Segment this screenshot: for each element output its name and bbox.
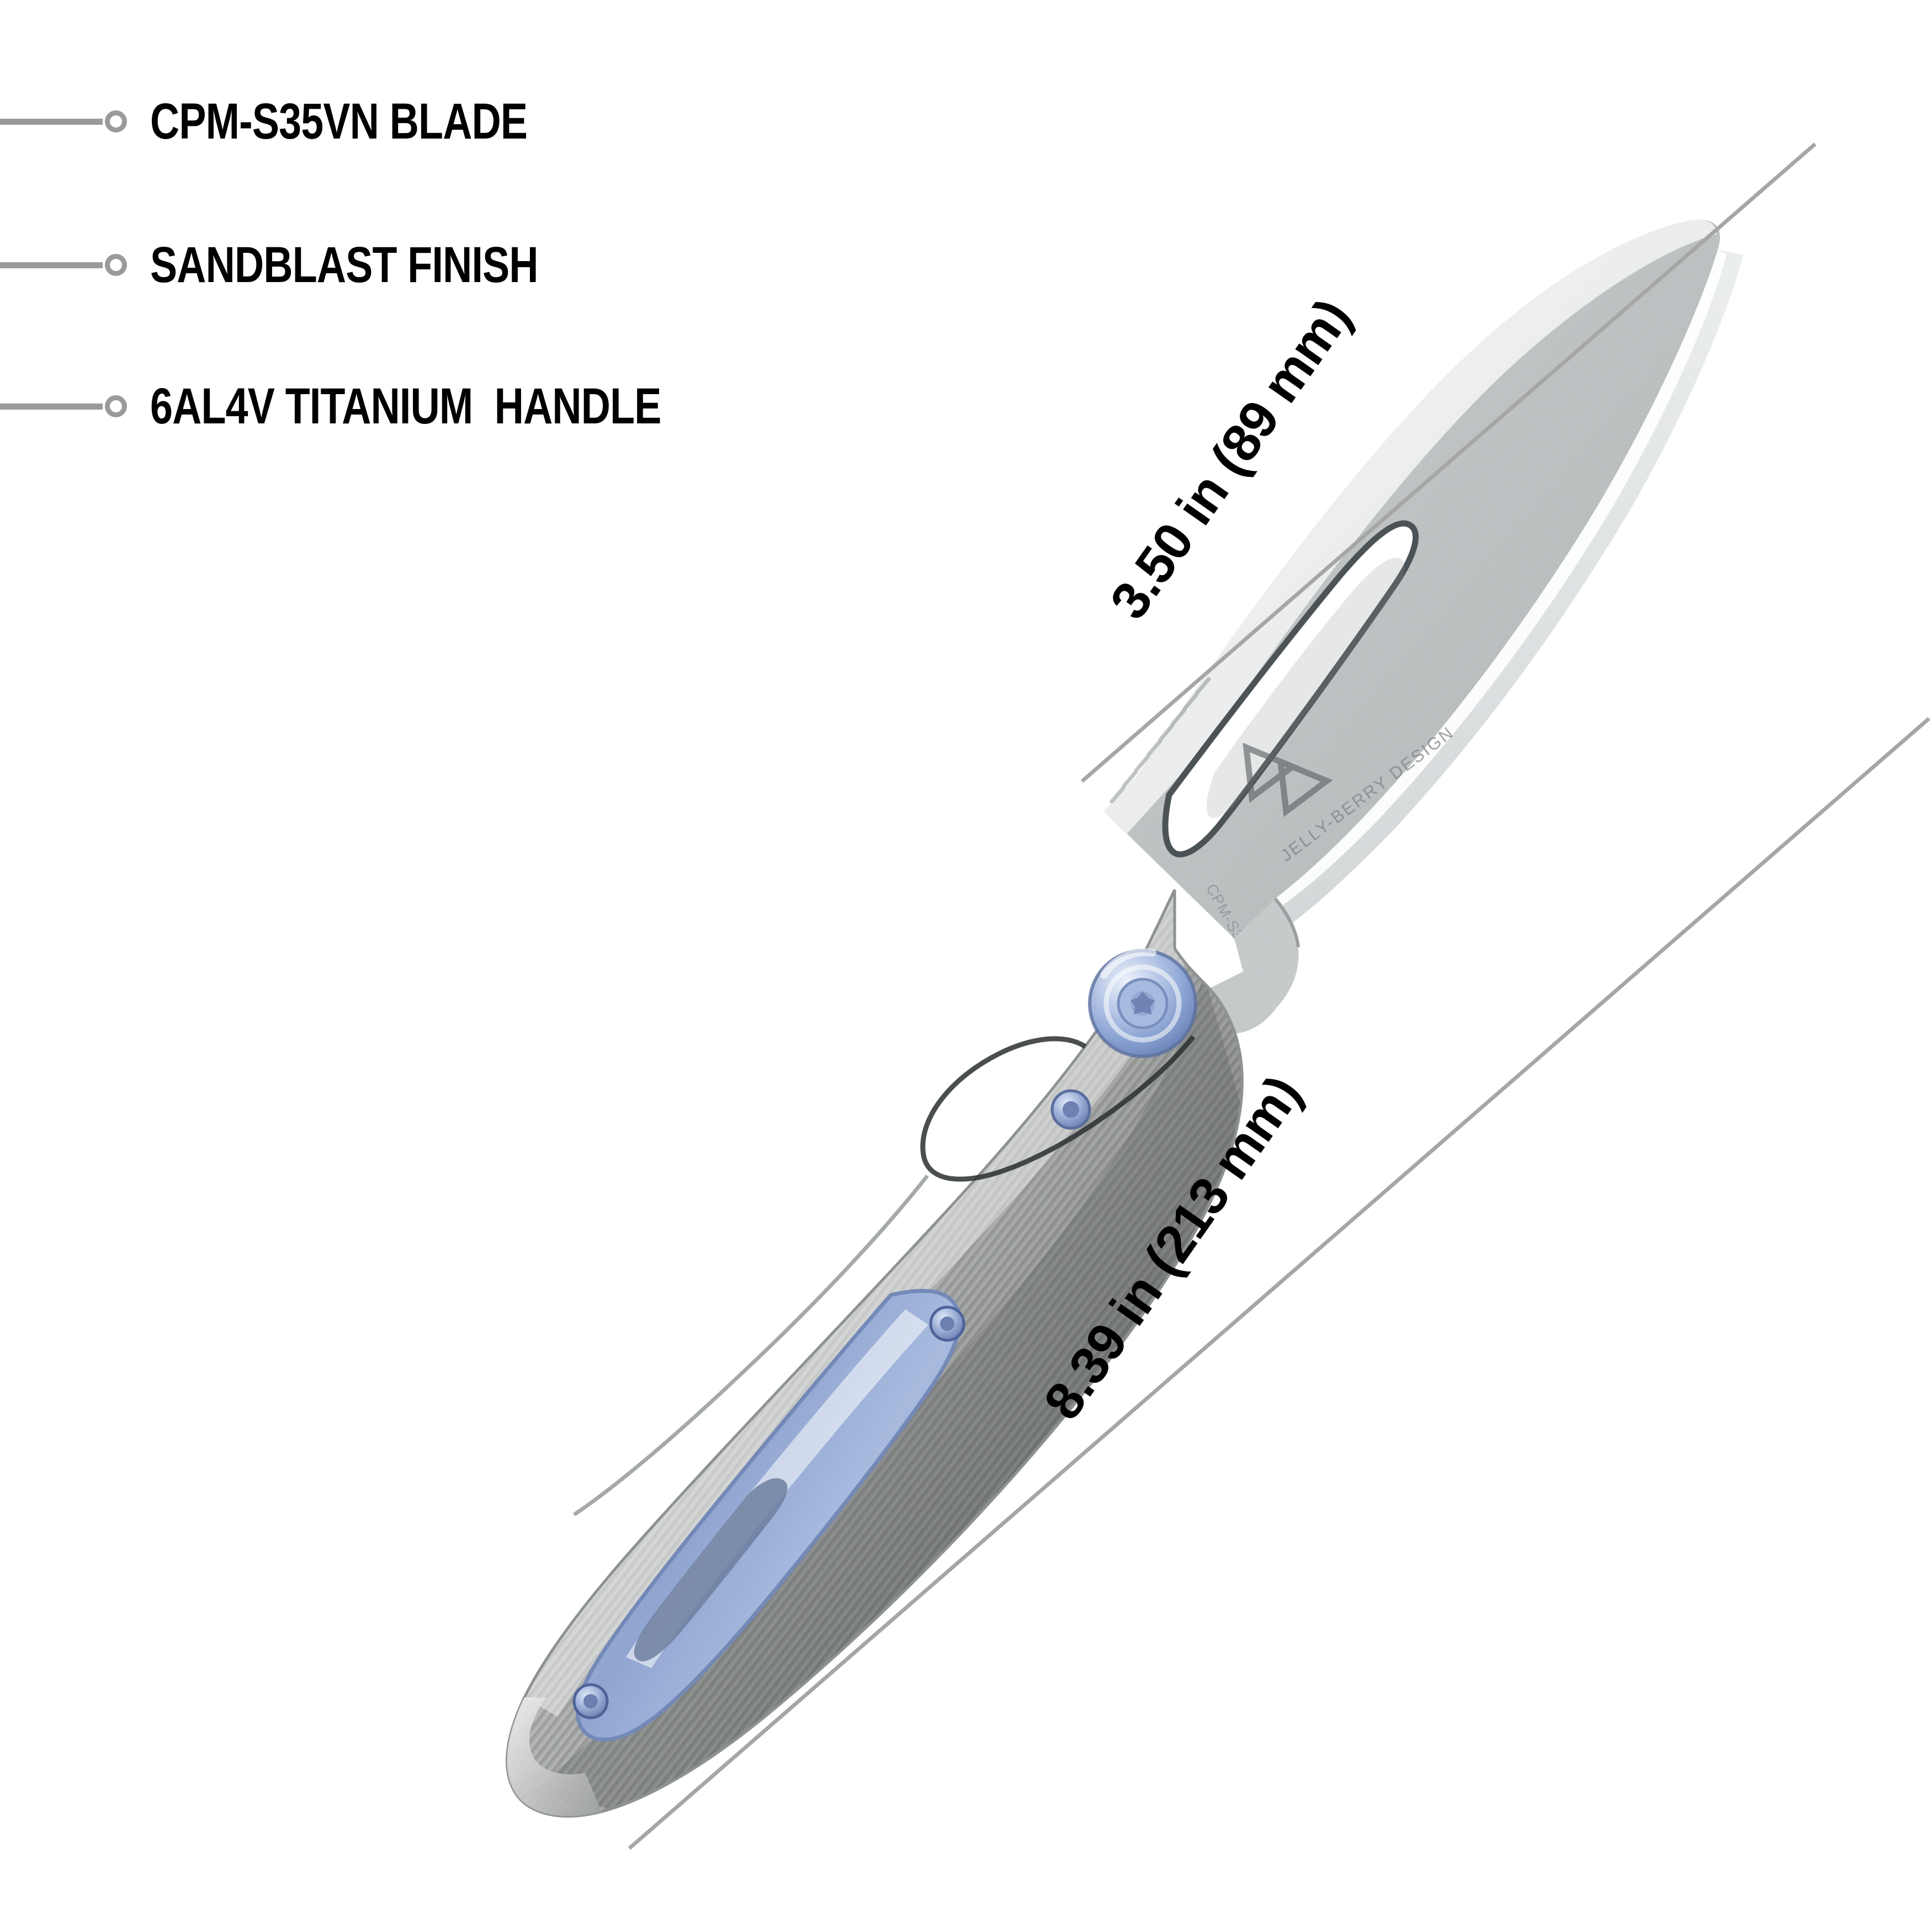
torx-head <box>1130 991 1155 1016</box>
blade-spine-highlight <box>1104 220 1717 834</box>
handle-butt-bevel <box>507 1697 602 1817</box>
leader-line-icon <box>0 403 103 410</box>
knife-blade: JELLY-BERRY DESIGN CPM-S35VN <box>1104 220 1743 1034</box>
handle-outline <box>506 889 1244 1818</box>
callout-cpm-s35vn-blade: CPM-S35VN BLADE <box>0 88 622 155</box>
clip-screw-lower <box>572 1683 609 1719</box>
blade-brand-logo <box>1243 742 1333 818</box>
leader-dot-icon <box>105 110 127 132</box>
callout-6al4v-titanium-handle: 6AL4V TITANIUM HANDLE <box>0 373 789 439</box>
callout-sandblast-finish: SANDBLAST FINISH <box>0 232 635 298</box>
callout-label: CPM-S35VN BLADE <box>150 93 528 150</box>
leader-line-icon <box>0 262 103 268</box>
blade-spine-jimping <box>1110 677 1211 804</box>
stop-pin-screw <box>1050 1089 1091 1130</box>
pivot-screw <box>1088 948 1197 1058</box>
pocket-clip <box>572 1288 965 1742</box>
blade-plunge-line <box>1273 898 1300 948</box>
leader-dot-icon <box>105 254 127 276</box>
handle-lockbar-line <box>920 1035 1196 1182</box>
callout-label: 6AL4V TITANIUM HANDLE <box>150 378 661 434</box>
blade-ricasso <box>1234 899 1299 1008</box>
leader-line-icon <box>0 118 103 125</box>
leader-dot-icon <box>105 395 127 417</box>
handle-lower-relief-line <box>573 1174 929 1516</box>
clip-screw-upper <box>929 1305 965 1342</box>
knife-handle <box>506 889 1244 1818</box>
callout-label: SANDBLAST FINISH <box>150 237 539 293</box>
